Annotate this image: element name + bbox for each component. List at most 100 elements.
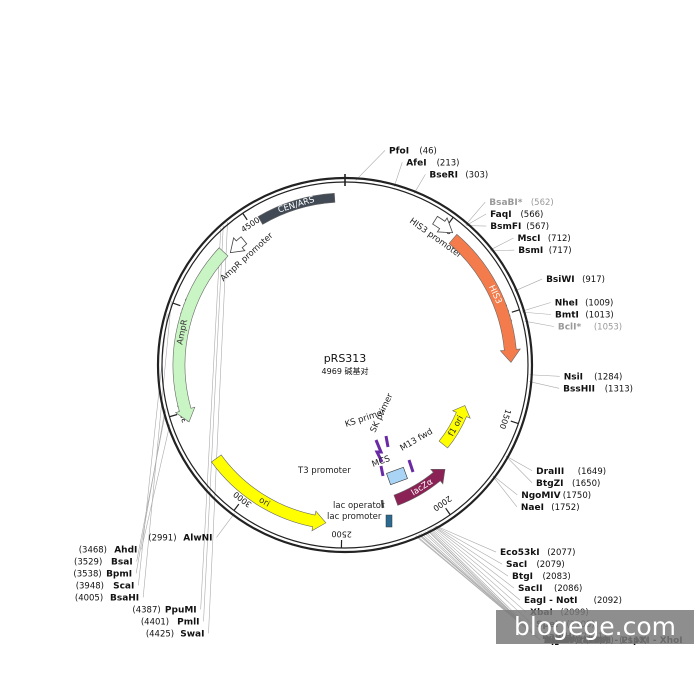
restriction-site[interactable]: BsaBI* (562) <box>489 198 553 208</box>
site-leader-line <box>434 526 509 577</box>
site-name: BmtI <box>555 311 579 321</box>
lac-promoter-label: lac promoter <box>327 512 382 522</box>
site-name: NaeI <box>521 503 544 513</box>
site-name: BclI* <box>558 323 582 333</box>
site-position: (917) <box>582 275 605 285</box>
restriction-site[interactable]: BtgI(2083) <box>512 572 571 582</box>
restriction-site[interactable]: Eco53kI(2077) <box>500 548 575 558</box>
backbone-circle-inner <box>161 181 529 549</box>
restriction-site[interactable]: DraIII(1649) <box>536 467 606 477</box>
site-position: (1013) <box>585 311 613 321</box>
restriction-site[interactable]: SwaI(4425) <box>146 629 205 639</box>
plasmid-size: 4969 碱基对 <box>322 366 369 376</box>
restriction-site[interactable]: BtgZI(1650) <box>536 479 600 489</box>
restriction-site[interactable]: MscI(712) <box>517 234 570 244</box>
site-position: (46) <box>419 146 436 156</box>
restriction-site[interactable]: ScaI(3948) <box>76 581 135 591</box>
scale-tick <box>172 302 181 307</box>
site-position: (3948) <box>76 581 104 591</box>
site-position: (1650) <box>572 479 600 489</box>
site-position: (3468) <box>79 545 107 555</box>
site-position: (2077) <box>547 548 575 558</box>
site-leader-line <box>393 162 403 187</box>
site-position: (3538) <box>73 569 101 579</box>
scale-tick <box>511 309 520 313</box>
site-position: (4387) <box>132 605 160 615</box>
site-leader-line <box>521 302 551 312</box>
site-leader-line <box>431 528 527 613</box>
tick-label: 2500 <box>331 529 352 538</box>
scale-tick <box>233 503 240 511</box>
lac-operator-arrow <box>380 499 385 509</box>
site-name: PmlI <box>177 617 199 627</box>
t3-promoter-label: T3 promoter <box>297 466 351 476</box>
site-leader-line <box>466 213 487 226</box>
site-leader-line <box>208 222 228 634</box>
sk-primer-arrow <box>384 435 390 448</box>
site-name: EagI - NotI <box>524 596 577 606</box>
restriction-site[interactable]: FaqI(566) <box>490 210 543 220</box>
site-leader-line <box>216 513 235 538</box>
feature-label-ori: ori <box>257 495 272 509</box>
restriction-site[interactable]: NsiI(1284) <box>564 372 623 382</box>
lac-promoter-box <box>385 514 393 528</box>
restriction-site[interactable]: PfoI (46) <box>389 146 437 156</box>
site-name: AlwNI <box>183 533 212 543</box>
restriction-site[interactable]: BmtI (1013) <box>555 311 614 321</box>
site-leader-line <box>490 249 515 252</box>
restriction-site[interactable]: BsiWI(917) <box>546 275 605 285</box>
site-position: (1752) <box>551 503 579 513</box>
restriction-site[interactable]: NheI(1009) <box>555 299 614 309</box>
site-position: (303) <box>465 170 488 180</box>
restriction-site[interactable]: PmlI(4401) <box>141 617 200 627</box>
site-name: MscI <box>517 234 540 244</box>
site-position: (1284) <box>594 372 622 382</box>
watermark: blogege.com <box>514 612 676 641</box>
feature-ori <box>211 454 327 532</box>
scale-tick <box>169 413 178 418</box>
site-name: BsaBI* <box>489 198 522 208</box>
restriction-site[interactable]: BpmI(3538) <box>73 569 132 579</box>
restriction-site[interactable]: EagI - NotI(2092) <box>524 596 622 606</box>
restriction-site[interactable]: AhdI(3468) <box>79 545 138 555</box>
restriction-site[interactable]: BsmFI(567) <box>490 222 549 232</box>
site-name: SacI <box>506 560 527 570</box>
site-position: (2079) <box>536 560 564 570</box>
watermark-background <box>496 610 694 644</box>
restriction-site[interactable]: BsaI(3529) <box>74 557 133 567</box>
site-leader-line <box>524 320 554 327</box>
site-name: PfoI <box>389 146 409 156</box>
restriction-site[interactable]: BsaHI(4005) <box>75 593 139 603</box>
tick-label: 2000 <box>431 494 453 513</box>
restriction-site[interactable]: PpuMI(4387) <box>132 605 196 615</box>
site-leader-line <box>492 475 518 496</box>
plasmid-name: pRS313 <box>324 352 367 365</box>
t3-promoter-arrow <box>379 465 385 477</box>
feature-lacz <box>393 468 446 506</box>
inner-features: KS primer SK primer M13 fwd MCS T3 promo… <box>297 392 435 528</box>
site-position: (1750) <box>563 491 591 501</box>
site-leader-line <box>434 526 515 589</box>
restriction-site[interactable]: SacI (2079) <box>506 560 565 570</box>
feature-f1-ori <box>438 405 471 449</box>
restriction-site[interactable]: NaeI (1752) <box>521 503 580 513</box>
restriction-site[interactable]: AlwNI(2991) <box>148 533 212 543</box>
restriction-site[interactable]: AfeI(213) <box>406 158 459 168</box>
restriction-site[interactable]: SacII(2086) <box>518 584 582 594</box>
site-leader-line <box>430 528 533 625</box>
site-position: (562) <box>531 198 554 208</box>
restriction-site[interactable]: NgoMIV(1750) <box>521 491 591 501</box>
site-leader-line <box>489 237 514 251</box>
site-position: (566) <box>520 210 543 220</box>
site-leader-line <box>465 201 486 225</box>
restriction-site[interactable]: BclI*(1053) <box>558 323 622 333</box>
site-leader-line <box>142 301 172 598</box>
restriction-site[interactable]: BseRI (303) <box>429 170 488 180</box>
site-name: NgoMIV <box>521 491 560 501</box>
m13-fwd-label: M13 fwd <box>399 427 435 454</box>
restriction-site[interactable]: BssHII(1313) <box>563 384 633 394</box>
site-leader-line <box>135 408 166 574</box>
site-leader-line <box>522 311 552 315</box>
restriction-site[interactable]: BsmI(717) <box>518 246 571 256</box>
site-name: BseRI <box>429 170 458 180</box>
